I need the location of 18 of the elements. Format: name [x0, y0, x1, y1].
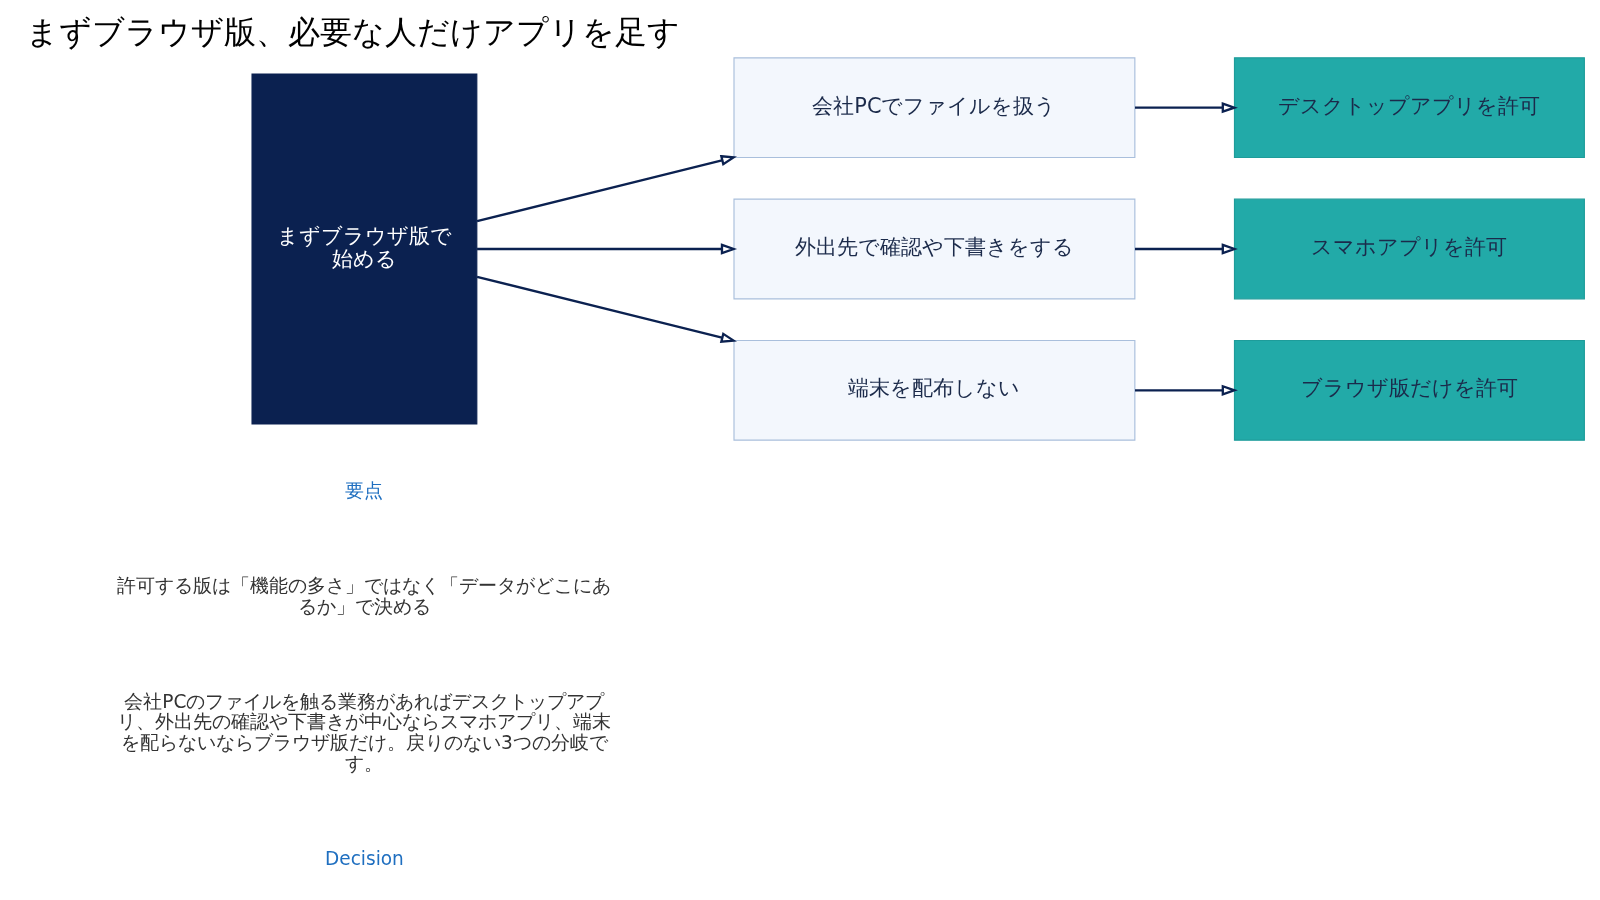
arrow — [1135, 101, 1238, 114]
arrow — [1135, 243, 1238, 255]
label: 会社PCのファイルを触る業務があればデスクトップアプリ、外出先の確認や下書きが中心ならスマホアプリ、端末を配らないならブラウザ版だけ。戻りのない3つの分岐です。 — [117, 690, 612, 775]
node-box: 会社PCでファイルを扱う — [733, 57, 1136, 159]
arrow — [1135, 384, 1238, 397]
node-box: 外出先で確認や下書きをする — [733, 198, 1136, 300]
label: Decision — [325, 848, 404, 870]
node-box: 端末を配布しない — [733, 339, 1136, 441]
node-box: スマホアプリを許可 — [1233, 198, 1585, 300]
arrow — [476, 275, 737, 344]
node-box: ブラウザ版だけを許可 — [1233, 339, 1585, 441]
node-box: まずブラウザ版で始める — [251, 73, 478, 425]
diagram-title: まずブラウザ版、必要な人だけアプリを足す — [25, 13, 680, 52]
arrow — [476, 154, 737, 223]
label: 許可する版は「機能の多さ」ではなく「データがどこにあるか」で決める — [117, 574, 612, 617]
label: 要点 — [345, 479, 384, 501]
node-box: デスクトップアプリを許可 — [1233, 57, 1585, 159]
arrow — [477, 243, 738, 255]
